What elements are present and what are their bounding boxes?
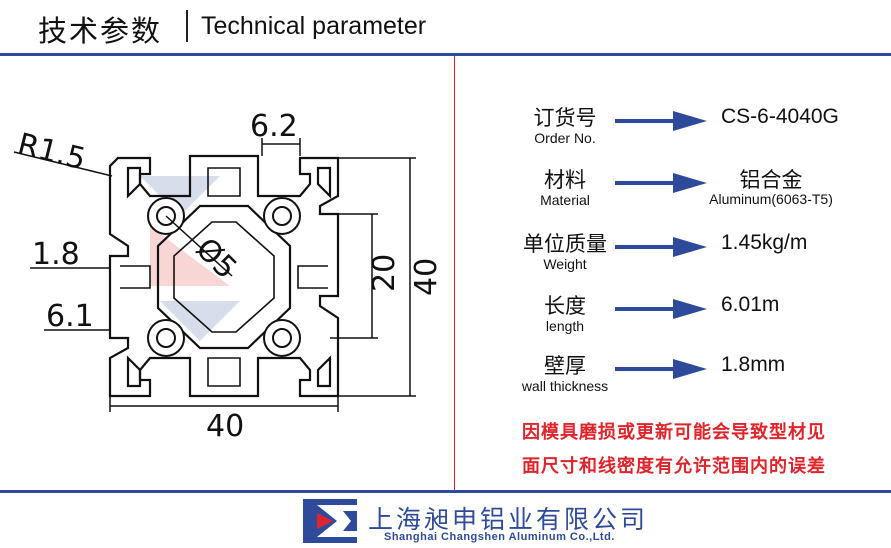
spec-label-cn: 订货号	[533, 106, 597, 130]
spec-label-cn: 壁厚	[544, 354, 586, 378]
dimension-lines	[13, 138, 416, 412]
spec-value: 1.8mm	[721, 353, 786, 376]
bottom-rule	[0, 490, 891, 493]
arrow-right-icon	[615, 299, 707, 319]
spec-label-cn: 单位质量	[523, 232, 607, 256]
company-logo-icon	[303, 499, 357, 543]
dim-inner-label: 20	[367, 254, 402, 292]
profile-drawing: R1.5 6.2 1.8 6.1 Ø5 20 40 40	[0, 56, 454, 490]
dim-height-label: 40	[409, 258, 444, 296]
vertical-divider	[454, 56, 455, 490]
spec-row-material: 材料 Material 铝合金 Aluminum(6063-T5)	[455, 164, 891, 222]
spec-row-weight: 单位质量 Weight 1.45kg/m	[455, 228, 891, 286]
page-header: 技术参数 Technical parameter	[0, 0, 891, 52]
spec-value: CS-6-4040G	[721, 105, 839, 128]
spec-value: 6.01m	[721, 293, 780, 316]
spec-row-order-no: 订货号 Order No. CS-6-4040G	[455, 102, 891, 160]
spec-label-en: Order No.	[534, 130, 596, 146]
dim-wall-label: 1.8	[32, 237, 80, 272]
title-chinese: 技术参数	[38, 14, 163, 48]
arrow-right-icon	[615, 111, 707, 131]
arrow-right-icon	[615, 237, 707, 257]
dim-radius-label: R1.5	[14, 127, 89, 178]
dimension-labels: R1.5 6.2 1.8 6.1 Ø5 20 40 40	[14, 109, 444, 444]
spec-row-length: 长度 length 6.01m	[455, 290, 891, 348]
top-rule	[0, 53, 891, 56]
profile-drawing-svg: R1.5 6.2 1.8 6.1 Ø5 20 40 40	[13, 109, 444, 444]
title-english: Technical parameter	[201, 12, 427, 40]
spec-label-cn: 长度	[544, 294, 586, 318]
notice-line-1: 因模具磨损或更新可能会导致型材见	[522, 422, 826, 443]
aluminum-profile	[108, 154, 340, 398]
dim-slot-depth-label: 6.1	[46, 299, 94, 334]
spec-label-cn: 材料	[544, 168, 586, 192]
dim-slot-width-label: 6.2	[250, 109, 298, 144]
spec-row-wall-thickness: 壁厚 wall thickness 1.8mm	[455, 350, 891, 408]
spec-value: 1.45kg/m	[721, 231, 808, 254]
spec-label-en: wall thickness	[521, 378, 609, 394]
company-name-cn: 上海昶申铝业有限公司	[368, 505, 649, 534]
company-name-en: Shanghai Changshen Aluminum Co.,Ltd.	[384, 531, 615, 543]
arrow-right-icon	[615, 173, 707, 193]
spec-label-en: length	[545, 318, 585, 334]
spec-label-en: Weight	[543, 256, 587, 272]
spec-value: 铝合金	[739, 168, 803, 192]
spec-value-sub: Aluminum(6063-T5)	[709, 191, 833, 207]
dim-width-label: 40	[206, 409, 244, 444]
arrow-right-icon	[615, 359, 707, 379]
title-divider	[186, 10, 188, 42]
notice-line-2: 面尺寸和线密度有允许范围内的误差	[522, 456, 826, 477]
spec-label-en: Material	[540, 192, 590, 208]
